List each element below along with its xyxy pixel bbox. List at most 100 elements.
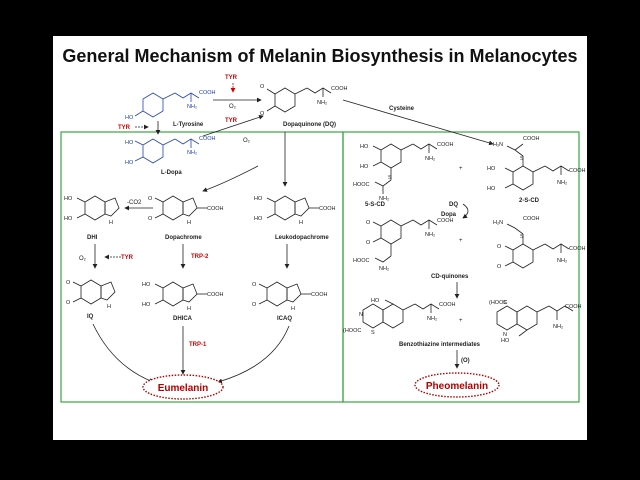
product-pheomelanin: Pheomelanin — [426, 381, 488, 392]
ldopa-ho2: HO — [125, 160, 134, 166]
cd5s-nh2: NH₂ — [425, 156, 435, 162]
leuko-ho1: HO — [254, 196, 263, 202]
icaq-o1: O — [252, 282, 257, 288]
cdq1-cooh: COOH — [437, 218, 454, 224]
dhi-ho1: HO — [64, 196, 73, 202]
label-dopachrome: Dopachrome — [165, 235, 202, 241]
bt1-s: S — [371, 330, 375, 336]
iq-o1: O — [66, 280, 71, 286]
label-benzothiazine: Benzothiazine intermediates — [399, 342, 481, 348]
product-eumelanin: Eumelanin — [158, 383, 209, 394]
label-iq: IQ — [87, 314, 94, 320]
dq-o1: O — [260, 84, 265, 90]
dhica-ho1: HO — [142, 282, 151, 288]
dhi-structure — [77, 196, 119, 220]
iq-structure — [73, 280, 115, 304]
dopachrome-cooh: COOH — [207, 206, 224, 212]
cdq1-o1: O — [366, 220, 371, 226]
label-l-tyrosine: L-Tyrosine — [173, 122, 204, 128]
cd5s-ho1: HO — [360, 144, 369, 150]
reagent-o2-dopa: O₂ — [243, 138, 251, 144]
bt1-n: N — [359, 312, 363, 318]
cdq2-s: S — [520, 234, 524, 240]
dq-cooh: COOH — [331, 86, 348, 92]
ldopa-ho1: HO — [125, 140, 134, 146]
plus-2: + — [459, 238, 463, 244]
dopachrome-o2: O — [148, 216, 153, 222]
cd2s-ho1: HO — [487, 166, 496, 172]
dhi-h: H — [109, 220, 113, 226]
icaq-o2: O — [252, 302, 257, 308]
cd5s-structure — [373, 144, 437, 194]
bt1-nh2: NH₂ — [427, 316, 437, 322]
bt1-cooh: COOH — [439, 302, 456, 308]
label-dhi: DHI — [87, 235, 98, 241]
reagent-dq: DQ — [449, 202, 458, 208]
dhica-h: H — [187, 306, 191, 312]
cd2s-cooh: COOH — [569, 168, 586, 174]
bt2-cooh: COOH — [565, 304, 582, 310]
enzyme-trp2: TRP-2 — [191, 254, 209, 260]
iq-h: H — [107, 304, 111, 310]
cdq1-o2: O — [366, 240, 371, 246]
dhica-structure — [155, 282, 207, 306]
plus-3: + — [459, 318, 463, 324]
enzyme-tyr-left: TYR — [118, 125, 131, 131]
bt2-nh2: NH₂ — [553, 324, 563, 330]
reagent-cysteine: Cysteine — [389, 106, 415, 112]
reagent-o2-dhi: O₂ — [79, 256, 87, 262]
bt2-ho: HO — [501, 338, 510, 344]
ldopa-nh2: NH₂ — [187, 150, 197, 156]
icaq-cooh: COOH — [311, 292, 328, 298]
cd2s-s: S — [520, 156, 524, 162]
cd2s-h2n: H₂N — [493, 142, 503, 148]
label-l-dopa: L-Dopa — [161, 170, 182, 176]
cdq2-o2: O — [497, 264, 502, 270]
dq-nh2: NH₂ — [317, 100, 327, 106]
slide-canvas: General Mechanism of Melanin Biosynthesi… — [53, 36, 587, 440]
dhica-cooh: COOH — [207, 292, 224, 298]
bt1-hooc: (HOOC — [343, 328, 361, 334]
cd2s-cooh-top: COOH — [523, 136, 540, 142]
cdq2-cooh-top: COOH — [523, 216, 540, 222]
cdq1-nh2b: NH₂ — [379, 266, 389, 272]
cd5s-cooh: COOH — [437, 142, 454, 148]
cd2s-nh2: NH₂ — [557, 180, 567, 186]
label-2-s-cd: 2-S-CD — [519, 198, 540, 204]
cdquinone1-structure — [373, 220, 437, 262]
leukodopachrome-structure — [267, 196, 319, 220]
bt1-ho: HO — [371, 298, 380, 304]
leuko-h: H — [299, 220, 303, 226]
label-5-s-cd: 5-S-CD — [365, 202, 386, 208]
bt2-s: S — [503, 300, 507, 306]
leuko-cooh: COOH — [319, 206, 336, 212]
cdq2-cooh: COOH — [569, 246, 586, 252]
benzothiazine1-structure — [363, 300, 439, 328]
cdq1-nh2: NH₂ — [425, 232, 435, 238]
eumelanin-panel — [61, 132, 343, 402]
tyrosine-ho: HO — [125, 115, 134, 121]
enzyme-tyr-top: TYR — [225, 75, 238, 81]
reagent-oxidation: (O) — [461, 358, 470, 364]
icaq-structure — [259, 282, 311, 306]
dhi-ho2: HO — [64, 216, 73, 222]
label-leukodopachrome: Leukodopachrome — [275, 235, 329, 241]
cdq2-o1: O — [497, 244, 502, 250]
diagram-title: General Mechanism of Melanin Biosynthesi… — [62, 46, 577, 66]
plus-1: + — [459, 166, 463, 172]
reagent-co2: -CO2 — [127, 200, 142, 206]
dopachrome-structure — [155, 196, 207, 220]
icaq-h: H — [291, 306, 295, 312]
enzyme-tyr-dopa: TYR — [225, 118, 238, 124]
label-icaq: ICAQ — [277, 316, 292, 322]
ldopa-cooh: COOH — [199, 136, 216, 142]
tyrosine-nh2: NH₂ — [187, 104, 197, 110]
label-cd-quinones: CD-quinones — [431, 274, 469, 280]
cdq2-nh2: NH₂ — [557, 258, 567, 264]
iq-o2: O — [66, 300, 71, 306]
cd5s-s: S — [388, 175, 392, 181]
cdq1-hooc: HOOC — [353, 258, 370, 264]
cdq2-h2n: H₂N — [493, 220, 503, 226]
dopachrome-o1: O — [148, 196, 153, 202]
benzothiazine2-structure — [497, 306, 573, 336]
